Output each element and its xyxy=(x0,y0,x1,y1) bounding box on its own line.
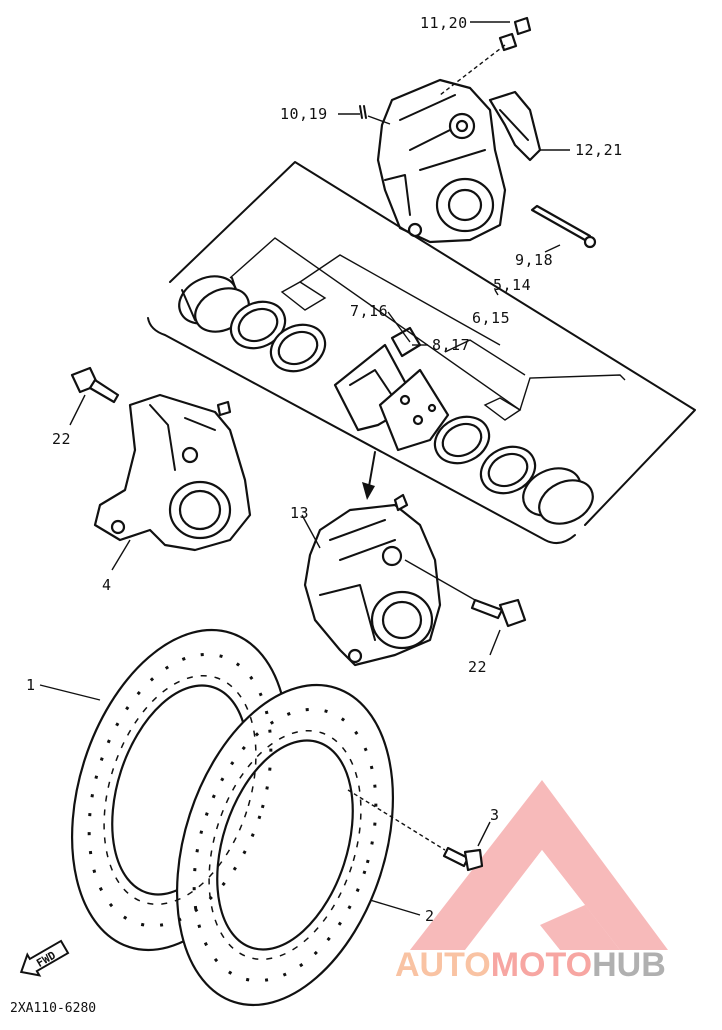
callout-10-19: 10,19 xyxy=(280,105,328,123)
top-caliper-assembly xyxy=(359,16,597,249)
callout-2: 2 xyxy=(425,907,435,925)
callout-3: 3 xyxy=(490,806,500,824)
middle-caliper-assembly xyxy=(301,493,527,667)
forward-direction-icon: FWD xyxy=(19,939,70,977)
callout-22-left: 22 xyxy=(52,430,71,448)
callout-6-15: 6,15 xyxy=(472,309,510,327)
brake-disc-front xyxy=(175,683,395,1007)
callout-12-21: 12,21 xyxy=(575,141,623,159)
top-leader-lines xyxy=(338,21,570,253)
left-caliper-assembly xyxy=(69,366,252,571)
callout-11-20: 11,20 xyxy=(420,14,468,32)
callout-5-14: 5,14 xyxy=(493,276,531,294)
exploded-parts-panel xyxy=(147,161,696,545)
disc-bolt xyxy=(347,789,491,872)
callout-13: 13 xyxy=(290,504,309,522)
watermark-text: AUTOMOTOHUB xyxy=(395,946,666,984)
assembly-arrow-icon xyxy=(362,451,376,500)
callout-1: 1 xyxy=(26,676,36,694)
watermark-part-auto: AUTO xyxy=(395,946,491,984)
watermark-part-hub: HUB xyxy=(592,946,666,984)
leader-disc-1 xyxy=(39,684,101,701)
callout-4: 4 xyxy=(102,576,112,594)
watermark-logo-icon xyxy=(410,780,668,950)
diagram-code: 2XA110-6280 xyxy=(10,1001,96,1016)
callout-22-right: 22 xyxy=(468,658,487,676)
callout-8-17: 8,17 xyxy=(432,336,470,354)
leader-disc-2 xyxy=(369,899,421,916)
watermark-part-moto: MOTO xyxy=(491,946,592,984)
callout-7-16: 7,16 xyxy=(350,302,388,320)
callout-9-18: 9,18 xyxy=(515,251,553,269)
